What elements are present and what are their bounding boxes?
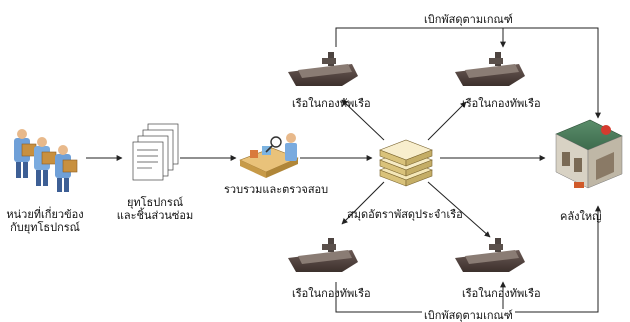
- label-ledger: สมุดอัตราพัสดุประจำเรือ: [347, 208, 463, 221]
- label-ship-top-left: เรือในกองทัพเรือ: [292, 97, 371, 110]
- books-icon: [379, 139, 433, 187]
- label-units-line1: หน่วยที่เกี่ยวข้อง: [6, 208, 84, 221]
- label-warehouse: คลังใหญ่: [560, 210, 602, 223]
- requisition-line-top: [335, 27, 601, 119]
- arrow-ledger-to-ship-bl: [341, 181, 385, 225]
- label-ship-bottom-left: เรือในกองทัพเรือ: [292, 287, 371, 300]
- label-units: หน่วยที่เกี่ยวข้อง กับยุทโธปกรณ์: [2, 208, 88, 234]
- documents-icon: [132, 123, 179, 181]
- inspection-icon: [239, 133, 299, 178]
- warehouse-icon: [555, 119, 623, 189]
- label-ship-bottom-right: เรือในกองทัพเรือ: [462, 287, 541, 300]
- label-equipment-line1: ยุทโธปกรณ์: [126, 196, 184, 209]
- people-icon: [14, 129, 78, 192]
- arrow-ledger-to-ship-tr: [427, 101, 467, 141]
- arrow-ledger-to-ship-br: [427, 181, 491, 238]
- flow-arrows: [86, 27, 601, 313]
- label-requisition-top: เบิกพัสดุตามเกณฑ์: [422, 13, 515, 26]
- arrow-ledger-to-ship-tl: [341, 99, 385, 141]
- ship-icon: [288, 52, 525, 272]
- label-collect: รวบรวมและตรวจสอบ: [224, 183, 329, 196]
- label-units-line2: กับยุทโธปกรณ์: [10, 221, 80, 234]
- label-ship-top-right: เรือในกองทัพเรือ: [462, 97, 541, 110]
- label-equipment-line2: และชิ้นส่วนซ่อม: [116, 209, 194, 222]
- label-equipment: ยุทโธปกรณ์ และชิ้นส่วนซ่อม: [110, 196, 200, 222]
- label-requisition-bottom: เบิกพัสดุตามเกณฑ์: [422, 309, 515, 322]
